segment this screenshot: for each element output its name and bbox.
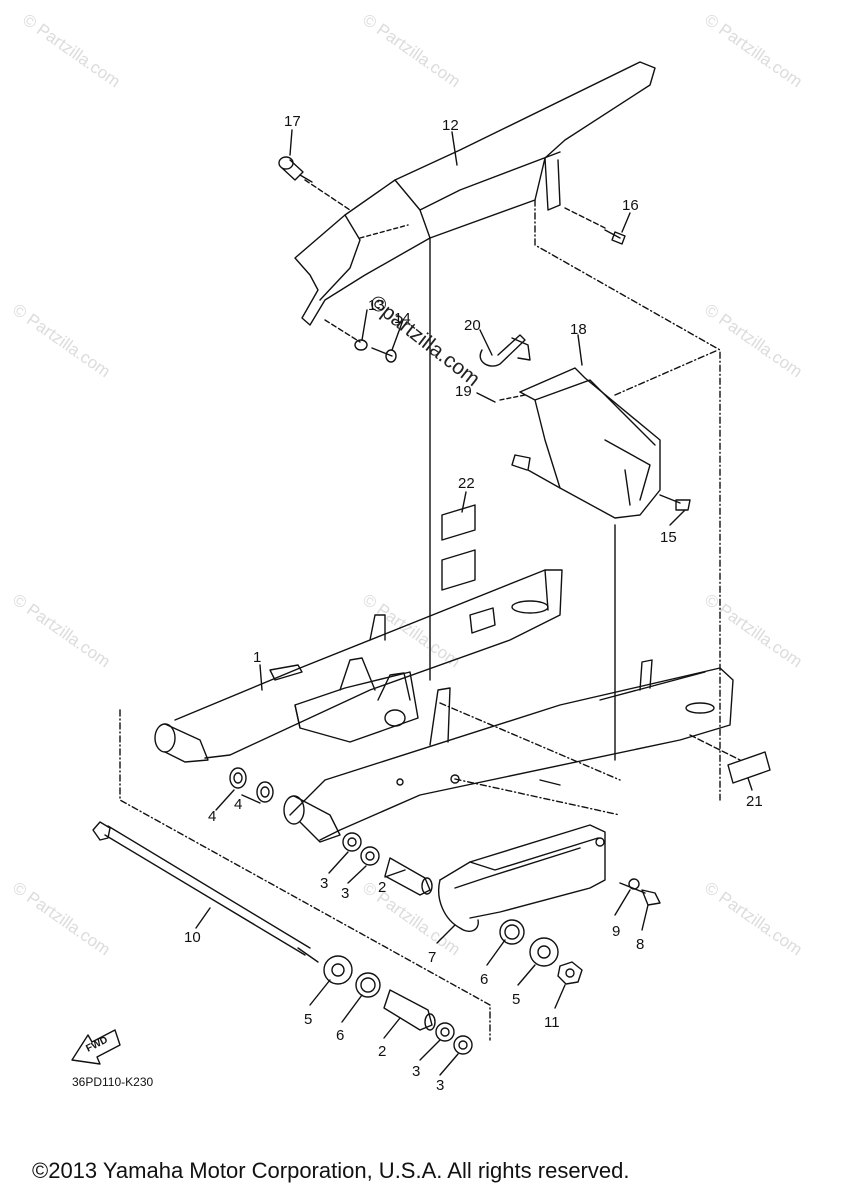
callout-8: 8	[636, 936, 644, 953]
callout-3d: 3	[436, 1077, 444, 1094]
callout-4b: 4	[234, 796, 242, 813]
bearing-part-4b	[256, 781, 274, 803]
callout-5a: 5	[304, 1011, 312, 1028]
callout-3b: 3	[341, 885, 349, 902]
callout-20: 20	[464, 317, 481, 334]
cover-part-5a	[323, 955, 353, 985]
label-part-22	[441, 504, 476, 591]
callout-13: 13	[368, 297, 385, 314]
spacer-part-2a	[384, 857, 433, 896]
bolt-part-15	[659, 494, 691, 511]
diagram-code: 36PD110-K230	[72, 1075, 153, 1089]
callout-17: 18	[570, 321, 587, 338]
callout-3a: 3	[320, 875, 328, 892]
copyright-notice: ©2013 Yamaha Motor Corporation, U.S.A. A…	[32, 1158, 630, 1183]
callout-9: 9	[612, 923, 620, 940]
callout-4a: 4	[208, 808, 216, 825]
callout-12: 12	[442, 117, 459, 134]
callout-11: 11	[544, 1014, 560, 1031]
callout-16: 17	[284, 113, 301, 130]
collar-part-13	[354, 339, 368, 351]
bolt-part-18	[604, 229, 626, 245]
chain-guard-part-12	[294, 61, 656, 326]
spacer-part-2b	[383, 989, 436, 1031]
cover-part-5b	[529, 937, 559, 967]
collar-part-3b	[360, 846, 380, 866]
washer-part-9	[628, 878, 640, 890]
oil-seal-part-6b	[499, 919, 525, 945]
callout-6a: 6	[336, 1027, 344, 1044]
bolt-part-8	[619, 882, 661, 906]
bolt-part-14	[371, 347, 397, 363]
callout-5b: 5	[512, 991, 520, 1008]
fwd-arrow-icon	[71, 1029, 121, 1065]
callout-15: 15	[660, 529, 677, 546]
sticker-part-21	[727, 751, 771, 784]
clamp-part-20	[479, 334, 531, 367]
callout-3c: 3	[412, 1063, 420, 1080]
swingarm-part-1	[154, 569, 734, 843]
callout-19: 19	[455, 383, 472, 400]
bearing-part-4a	[229, 767, 247, 789]
callout-2b: 2	[378, 1043, 386, 1060]
callout-6b: 6	[480, 971, 488, 988]
callout-18: 16	[622, 197, 639, 214]
callout-2a: 2	[378, 879, 386, 896]
callout-7: 7	[428, 949, 436, 966]
flange-bolt-part-16	[278, 156, 313, 183]
nut-part-11	[557, 961, 583, 985]
pivot-shaft-part-10	[92, 821, 319, 963]
callout-14: 14	[394, 310, 411, 327]
chain-slider-part-7	[438, 824, 606, 932]
callout-10: 10	[184, 929, 201, 946]
callout-22: 22	[458, 475, 475, 492]
callout-1: 1	[253, 649, 261, 666]
oil-seal-part-6a	[355, 972, 381, 998]
bracket-part-17	[511, 367, 661, 519]
collar-part-3a	[342, 832, 362, 852]
collar-part-3c	[435, 1022, 455, 1042]
collar-part-3d	[453, 1035, 473, 1055]
callout-21: 21	[746, 793, 763, 810]
